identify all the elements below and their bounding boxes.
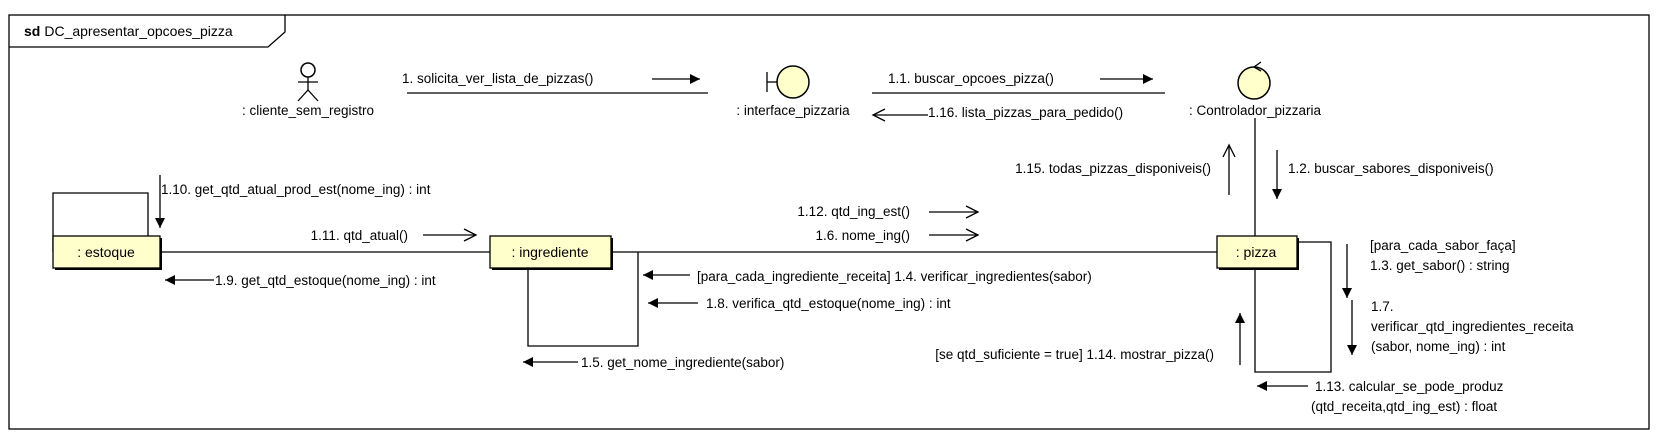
frame-title-tab [9, 15, 286, 48]
msg-1-9: 1.9. get_qtd_estoque(nome_ing) : int [215, 273, 436, 288]
msg-1-12: 1.12. qtd_ing_est() [797, 204, 910, 219]
arrow-1-11 [423, 228, 478, 242]
msg-1-3: 1.3. get_sabor() : string [1370, 258, 1510, 273]
msg-1-4: [para_cada_ingrediente_receita] 1.4. ver… [697, 269, 1092, 284]
msg-1-6: 1.6. nome_ing() [815, 228, 910, 243]
msg-1-2: 1.2. buscar_sabores_disponiveis() [1288, 161, 1494, 176]
arrow-1-15 [1222, 143, 1236, 195]
diagram-frame [8, 14, 1650, 430]
arrow-1-16 [871, 108, 928, 122]
control-label: : Controlador_pizzaria [1189, 103, 1322, 118]
object-ingrediente-label: : ingrediente [511, 244, 588, 260]
object-estoque-label: : estoque [77, 244, 135, 260]
object-pizza[interactable]: : pizza [1216, 235, 1299, 270]
msg-1-1: 1.1. buscar_opcoes_pizza() [888, 71, 1054, 86]
msg-1-13-name: 1.13. calcular_se_pode_produz [1315, 379, 1504, 394]
msg-1-5: 1.5. get_nome_ingrediente(sabor) [581, 355, 784, 370]
boundary-label: : interface_pizzaria [736, 103, 850, 118]
msg-1: 1. solicita_ver_lista_de_pizzas() [402, 71, 593, 86]
msg-1-16: 1.16. lista_pizzas_para_pedido() [928, 105, 1123, 120]
self-link-estoque [52, 192, 149, 252]
boundary-icon[interactable] [766, 65, 810, 99]
object-pizza-label: : pizza [1236, 244, 1277, 260]
frame-keyword: sd [24, 23, 40, 39]
actor-label: : cliente_sem_registro [242, 103, 374, 118]
msg-1-8: 1.8. verifica_qtd_estoque(nome_ing) : in… [706, 296, 951, 311]
control-icon[interactable] [1237, 61, 1271, 100]
arrow-1-6 [929, 228, 980, 242]
msg-1-7-name: verificar_qtd_ingredientes_receita [1371, 319, 1574, 334]
actor-icon[interactable] [297, 62, 319, 102]
object-ingrediente[interactable]: : ingrediente [489, 235, 613, 270]
object-estoque[interactable]: : estoque [52, 235, 162, 270]
msg-1-3-guard: [para_cada_sabor_faça] [1370, 238, 1516, 253]
msg-1-15: 1.15. todas_pizzas_disponiveis() [1015, 161, 1211, 176]
self-link-ingrediente [527, 252, 639, 347]
frame-name: DC_apresentar_opcoes_pizza [44, 23, 233, 39]
arrow-1-12 [929, 205, 980, 219]
msg-1-7-number: 1.7. [1371, 299, 1394, 314]
self-link-pizza [1254, 241, 1332, 373]
msg-1-13-params: (qtd_receita,qtd_ing_est) : float [1311, 399, 1497, 414]
msg-1-10: 1.10. get_qtd_atual_prod_est(nome_ing) :… [161, 182, 431, 197]
msg-1-7-params: (sabor, nome_ing) : int [1371, 339, 1506, 354]
msg-1-11: 1.11. qtd_atual() [311, 228, 408, 243]
msg-1-14: [se qtd_suficiente = true] 1.14. mostrar… [935, 347, 1214, 362]
